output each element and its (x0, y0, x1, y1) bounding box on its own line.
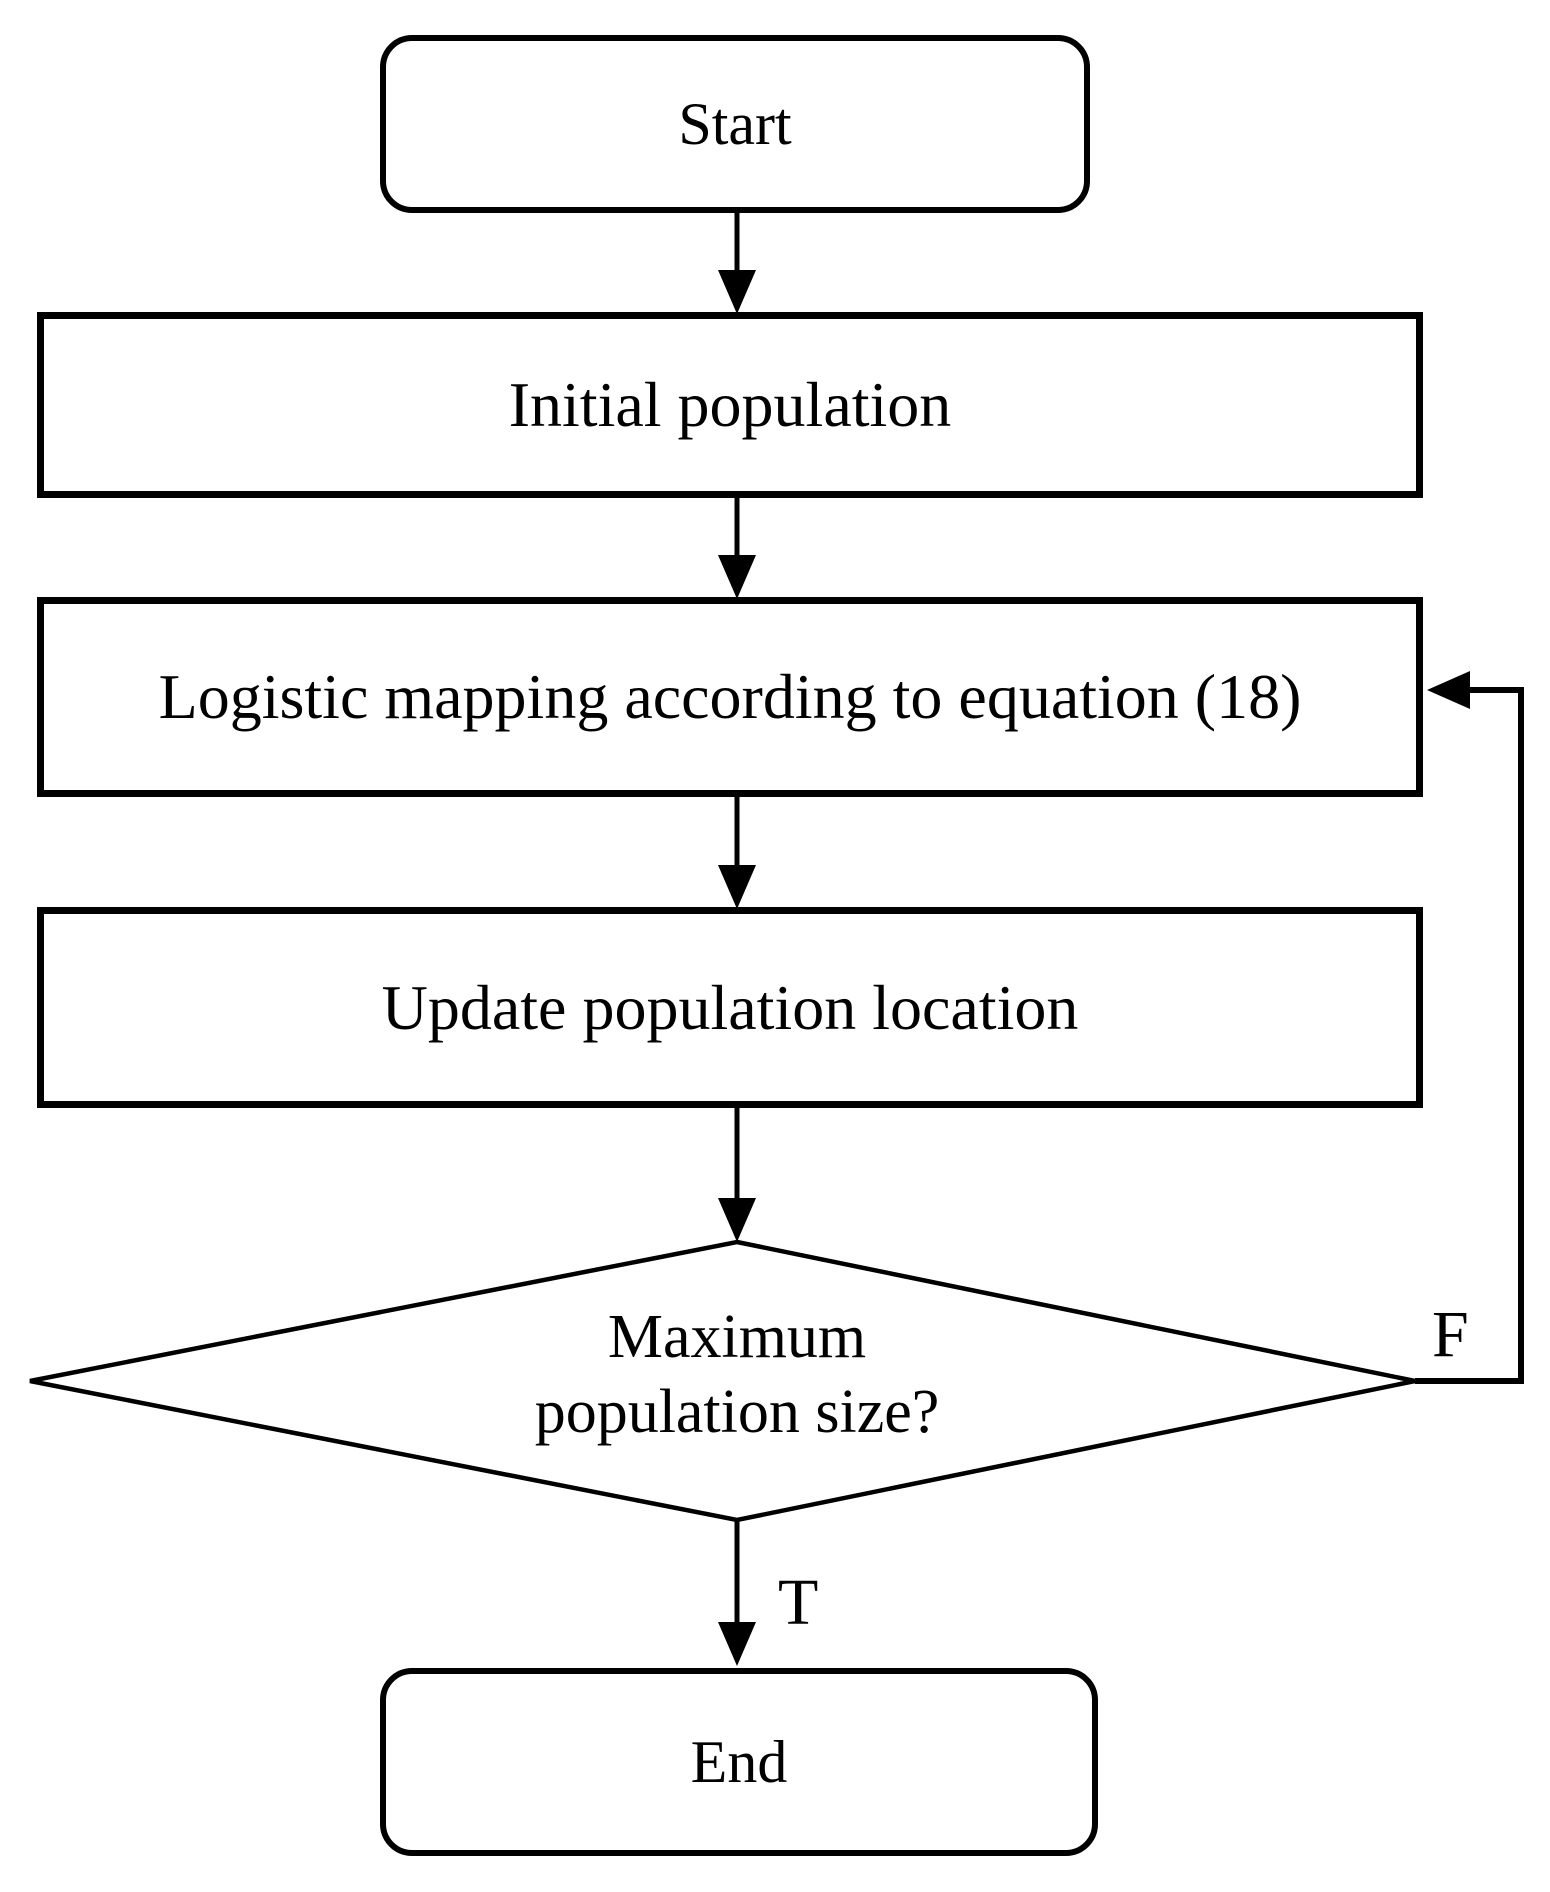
end-label: End (690, 1728, 788, 1795)
decision-label-line-1: Maximum (607, 1303, 867, 1371)
update-population-node: Update population location (37, 907, 1423, 1108)
false-branch-label: F (1432, 1298, 1469, 1371)
feedback-decision-to-logistic-head (1427, 671, 1470, 709)
arrow-initial-to-logistic-head (718, 555, 756, 599)
initial-population-label: Initial population (508, 369, 952, 440)
arrow-start-to-initial-head (718, 270, 756, 314)
logistic-mapping-label: Logistic mapping according to equation (… (158, 661, 1302, 732)
arrow-decision-to-end-head (718, 1622, 756, 1666)
arrow-update-to-decision-head (718, 1198, 756, 1242)
start-label: Start (678, 90, 792, 157)
decision-node-label: Maximum population size? (337, 1300, 1137, 1450)
feedback-decision-to-logistic-path (1415, 687, 1524, 1384)
start-node: Start (380, 35, 1090, 213)
logistic-mapping-node: Logistic mapping according to equation (… (37, 597, 1423, 797)
true-branch-label: T (778, 1566, 819, 1639)
decision-label-line-2: population size? (534, 1378, 940, 1446)
initial-population-node: Initial population (37, 312, 1423, 498)
arrow-logistic-to-update-head (718, 865, 756, 909)
end-node: End (380, 1668, 1098, 1856)
update-population-label: Update population location (381, 971, 1079, 1043)
